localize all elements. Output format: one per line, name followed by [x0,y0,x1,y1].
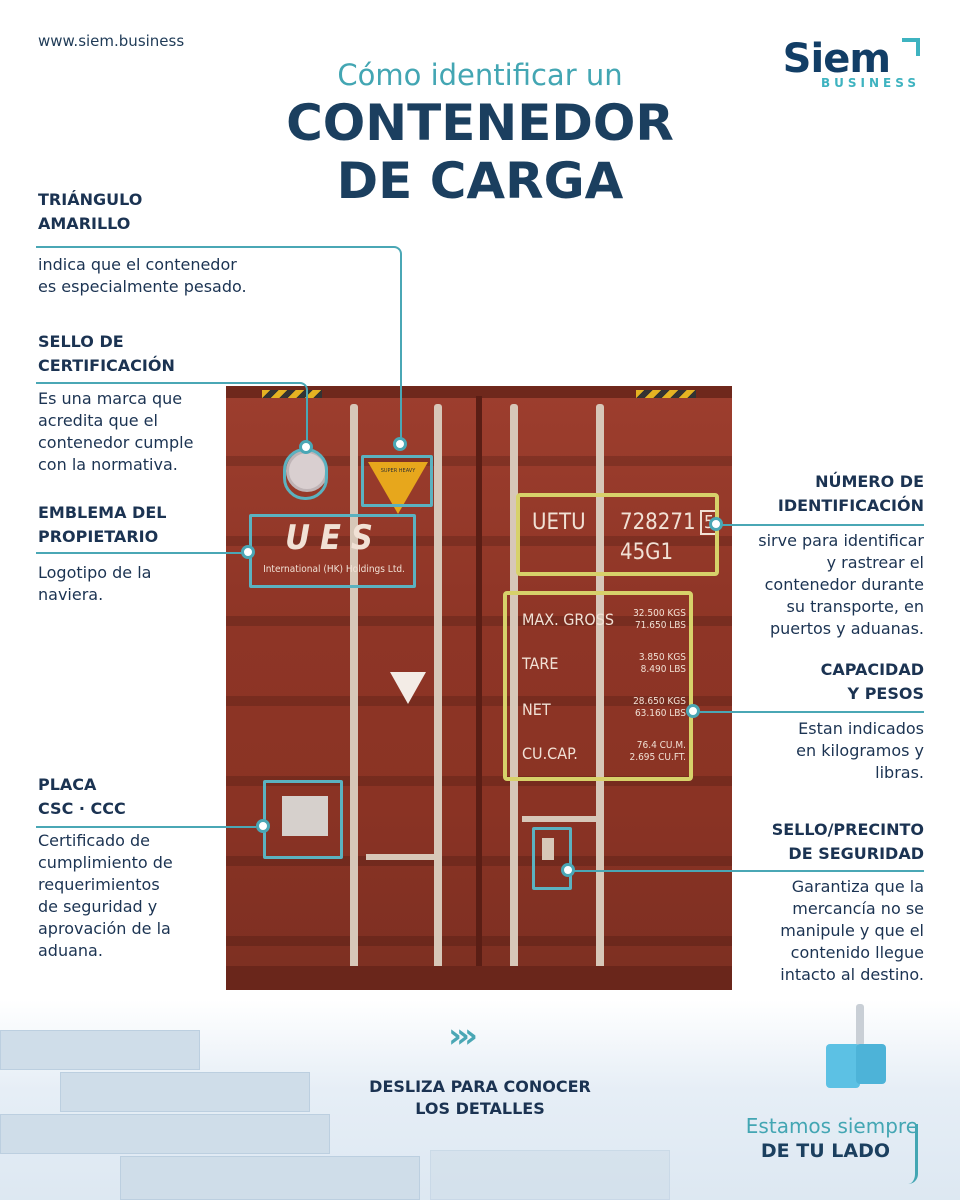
container-bottom-frame [226,966,732,990]
weight-kg: 32.500 KGS [633,608,686,619]
weight-lb: 71.650 LBS [634,620,686,631]
tagline-line2: DE TU LADO [760,1140,890,1162]
container-stack-graphic [60,1072,310,1112]
csc-plate-highlight [263,780,343,859]
weight-label: TARE [522,654,559,673]
weight-label: MAX. GROSS [522,610,615,629]
triangle-highlight [361,455,433,507]
connector-dot [256,819,270,833]
owner-name: International (HK) Holdings Ltd. [263,564,405,575]
connector-line [36,826,256,828]
website-url[interactable]: www.siem.business [38,32,185,50]
weight-lb: 63.160 LBS [634,708,686,719]
type-code: 45G1 [620,540,674,565]
page-title-line1: CONTENEDOR [286,94,674,152]
connector-dot [241,545,255,559]
security-seal-graphic [542,838,554,860]
bolt-seal-body [856,1044,886,1084]
id-number-highlight [516,493,719,576]
footer-port-background [0,1000,960,1200]
capacity-highlight [503,591,693,781]
weight-kg: 28.650 KGS [633,696,686,707]
id-prefix: UETU [532,510,586,535]
door-handle [366,854,434,860]
tagline-line1: Estamos siempre [745,1114,918,1138]
arrow-icon [902,38,920,56]
bolt-seal-pin [856,1004,864,1046]
door-handle [522,816,596,822]
weight-lb: 2.695 CU.FT. [629,752,687,763]
connector-dot [561,863,575,877]
container-stack-graphic [0,1114,330,1154]
container-stack-graphic [120,1156,420,1200]
container-stack-graphic [0,1030,200,1070]
connector-line [36,246,394,248]
connector-line [722,524,924,526]
connector-dot [393,437,407,451]
connector-dot [709,517,723,531]
bolt-seal-body [826,1044,860,1088]
hazard-stripe [636,390,696,398]
hazard-stripe [262,390,322,398]
locking-rod [350,404,358,972]
door-seam [476,396,482,980]
page-title-line2: DE CARGA [336,152,624,210]
connector-line [700,711,924,713]
locking-rod [510,404,518,972]
warning-sign-icon [390,672,426,704]
owner-logo-highlight [249,514,416,588]
siem-business-logo: Siem BUSINESS [770,36,920,96]
id-number: 728271 [620,510,696,535]
connector-line [400,254,402,444]
connector-line [306,390,308,444]
weight-kg: 3.850 KGS [638,652,686,663]
csc-plate [282,796,328,836]
weight-label: NET [522,700,551,719]
connector-line [36,382,300,384]
logo-subtitle: BUSINESS [821,76,920,90]
logo-wordmark: Siem [782,36,891,82]
tagline-arrow-icon [906,1124,918,1184]
page-subtitle: Cómo identificar un [337,58,623,92]
triangle-label: SUPER HEAVY [380,468,416,474]
certification-seal-highlight [283,448,328,500]
connector-dot [686,704,700,718]
weight-lb: 8.490 LBS [640,664,686,675]
locking-rod [596,404,604,972]
weight-kg: 76.4 CU.M. [636,740,686,751]
connector-line [36,552,246,554]
locking-rod [434,404,442,972]
owner-logo: UES [285,518,383,558]
container-top-frame [226,386,732,398]
swipe-chevrons-icon[interactable]: ››› [448,1016,478,1056]
connector-corner [392,246,402,256]
container-stack-graphic [430,1150,670,1200]
connector-line [574,870,924,872]
connector-dot [299,440,313,454]
weight-label: CU.CAP. [522,744,578,763]
security-seal-highlight [532,827,572,890]
connector-corner [298,382,308,392]
